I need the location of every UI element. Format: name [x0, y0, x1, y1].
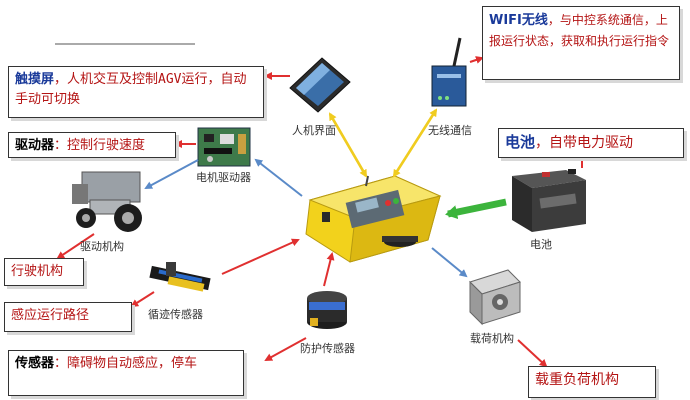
battery-box: 电池，自带电力驱动 [498, 128, 684, 158]
arrow-agv-wireless [392, 108, 438, 177]
touchscreen-device [289, 57, 351, 113]
caption-load-mech: 载荷机构 [470, 332, 514, 345]
arrow-to-load-box [517, 339, 548, 368]
driver-text: ：控制行驶速度 [54, 138, 146, 153]
caption-protect-sensor: 防护传感器 [300, 342, 355, 355]
load-mechanism-device [469, 269, 521, 326]
drive-mechanism [72, 171, 142, 232]
path-sense-text: 感应运行路径 [11, 308, 90, 323]
wireless-box: WIFI无线，与中控系统通信，上报运行状态，获取和执行运行指令 [482, 6, 680, 80]
sensor-box: 传感器：障碍物自动感应，停车 [8, 350, 244, 396]
guide-sensor-device [149, 262, 211, 292]
wireless-router [431, 37, 467, 107]
touchscreen-head: 触摸屏 [15, 72, 55, 87]
wireless-text: ，与中控系统通信，上报运行状态，获取和执行运行指令 [489, 13, 670, 48]
arrow-to-path-box [130, 291, 155, 308]
touchscreen-box: 触摸屏，人机交互及控制AGV运行，自动手动可切换 [8, 66, 264, 118]
arrow-driver-mechanism [144, 159, 199, 189]
caption-motor-driver: 电机驱动器 [196, 171, 251, 184]
battery-text: ，自带电力驱动 [535, 135, 634, 151]
battery-device [512, 169, 586, 232]
driver-head: 驱动器 [15, 138, 55, 153]
driver-box: 驱动器：控制行驶速度 [8, 132, 176, 158]
battery-head: 电池 [505, 133, 536, 151]
arrow-to-travel-box [56, 233, 95, 260]
caption-guide-sensor: 循迹传感器 [148, 308, 203, 321]
arrow-agv-driver [254, 158, 303, 197]
arrow-agv-load [431, 247, 468, 278]
agv-vehicle [305, 175, 442, 263]
arrow-to-wireless-box [469, 56, 484, 64]
touchscreen-text: ，人机交互及控制AGV运行，自动手动可切换 [15, 72, 247, 107]
arrow-agv-touchscreen [328, 112, 368, 177]
path-sense-box: 感应运行路径 [4, 302, 132, 332]
protect-sensor-device [307, 291, 347, 329]
sensor-text: ：障碍物自动感应，停车 [54, 356, 198, 371]
arrow-to-sensor-box [264, 337, 307, 361]
load-text: 载重负荷机构 [535, 372, 619, 388]
caption-hmi: 人机界面 [292, 124, 336, 137]
sensor-head: 传感器 [15, 356, 55, 371]
motor-driver-board [197, 127, 251, 167]
caption-wireless-comm: 无线通信 [428, 124, 472, 137]
travel-box: 行驶机构 [4, 258, 84, 286]
arrow-guide-agv [221, 238, 300, 275]
caption-battery: 电池 [530, 238, 552, 251]
wireless-head: WIFI无线 [489, 13, 548, 28]
arrow-protect-agv [323, 252, 335, 287]
caption-drive-mech: 驱动机构 [80, 240, 124, 253]
arrow-battery-agv [445, 198, 507, 220]
load-box: 载重负荷机构 [528, 366, 656, 398]
travel-text: 行驶机构 [11, 264, 64, 279]
